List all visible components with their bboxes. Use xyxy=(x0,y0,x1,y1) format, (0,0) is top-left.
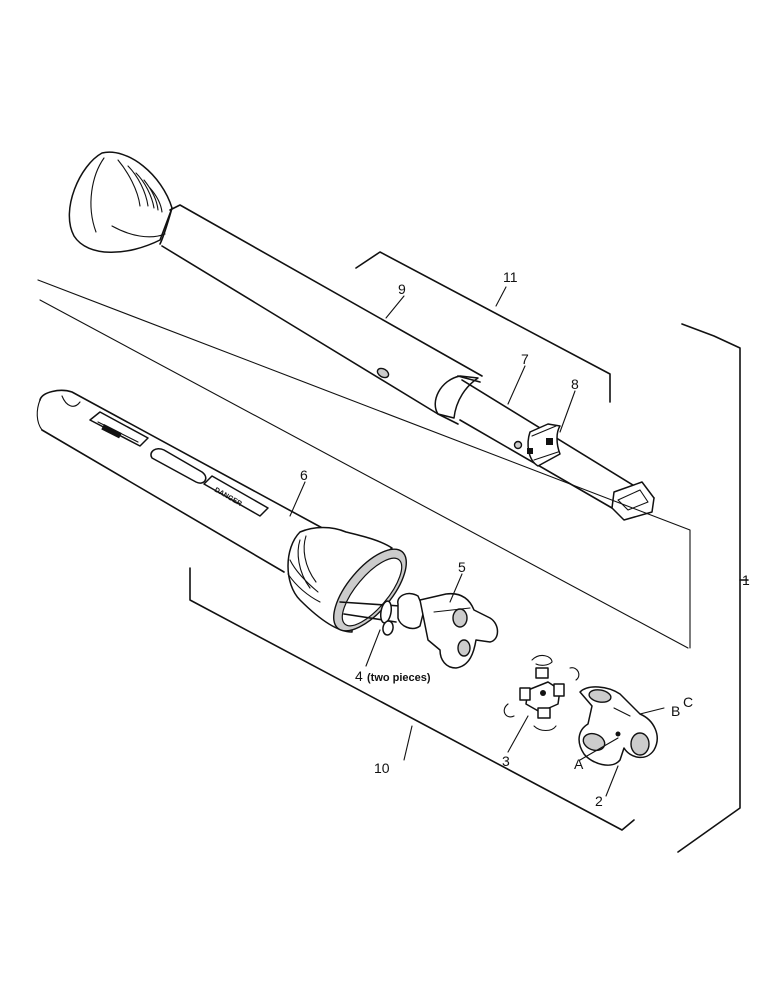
callout-A: A xyxy=(574,756,584,772)
yoke-assembly xyxy=(578,686,658,766)
bracket-10 xyxy=(189,567,635,831)
callout-4: 4 xyxy=(355,668,363,684)
outer-shield-tube-assembly xyxy=(68,151,655,521)
callout-11: 11 xyxy=(503,269,518,285)
callout-4-note: (two pieces) xyxy=(367,672,431,684)
cross-and-bearings xyxy=(503,654,580,732)
bracket-11 xyxy=(355,251,611,403)
callout-B: B xyxy=(671,703,680,719)
callout-C: C xyxy=(683,694,693,710)
callout-3: 3 xyxy=(502,753,510,769)
reference-line-upper xyxy=(37,279,691,649)
inner-shield-tube-assembly: DANGER xyxy=(36,389,499,669)
callout-10: 10 xyxy=(374,760,390,776)
callout-1: 1 xyxy=(742,572,750,588)
callout-2: 2 xyxy=(595,793,603,809)
reference-line-lower xyxy=(39,299,689,649)
callout-7: 7 xyxy=(521,351,529,367)
decal-plate-1 xyxy=(89,411,149,447)
callout-8: 8 xyxy=(571,376,579,392)
tube-slot xyxy=(150,447,207,484)
callout-6: 6 xyxy=(300,467,308,483)
bracket-1 xyxy=(677,323,741,853)
callout-9: 9 xyxy=(398,281,406,297)
inner-yoke xyxy=(419,592,499,669)
callout-5: 5 xyxy=(458,559,466,575)
